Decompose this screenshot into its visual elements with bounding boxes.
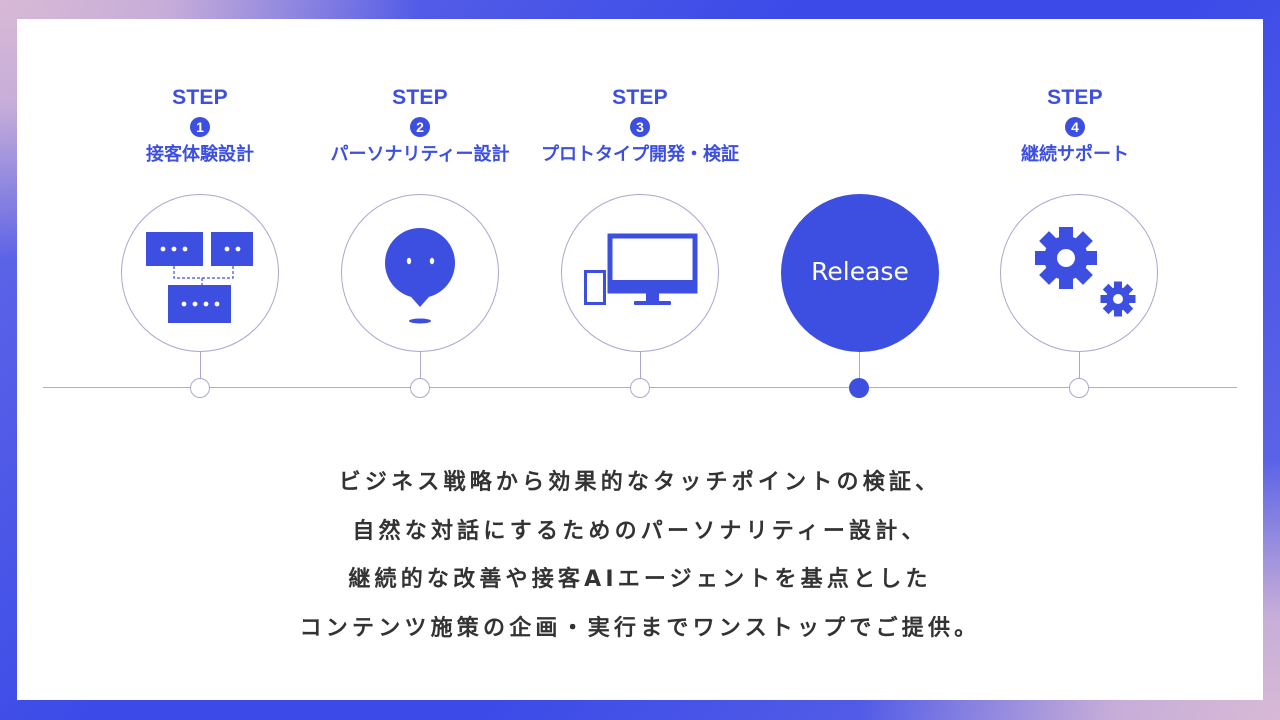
step-number-badge: 2 [410, 117, 430, 137]
chat-flow-icon [146, 232, 253, 323]
timeline-node-2 [410, 378, 430, 398]
step-4-circle [1000, 194, 1158, 352]
description-line: 継続的な改善や接客AIエージェントを基点とした [348, 567, 932, 592]
stem-4 [1079, 349, 1080, 379]
step-1-circle [121, 194, 279, 352]
step-4-header: STEP 4 継続サポート [955, 85, 1195, 167]
step-3-circle [561, 194, 719, 352]
description-line: コンテンツ施策の企画・実行までワンストップでご提供。 [299, 615, 981, 641]
step-label: STEP [392, 86, 448, 109]
release-circle: Release [781, 194, 939, 352]
step-2-header: STEP 2 パーソナリティー設計 [300, 85, 540, 167]
step-title: 接客体験設計 [146, 144, 254, 165]
step-number-badge: 3 [630, 117, 650, 137]
stem-3 [640, 349, 641, 379]
speech-bubble-face-icon [385, 228, 455, 324]
description-line: ビジネス戦略から効果的なタッチポイントの検証、 [338, 470, 942, 495]
stem-release [859, 349, 860, 379]
stem-2 [420, 349, 421, 379]
description-line: 自然な対話にするためのパーソナリティー設計、 [352, 518, 928, 544]
step-number-badge: 4 [1065, 117, 1085, 137]
step-title: パーソナリティー設計 [330, 144, 510, 165]
step-title: 継続サポート [1021, 144, 1129, 165]
devices-icon [584, 233, 698, 305]
slide-card: STEP 1 接客体験設計 STEP 2 パーソナリティー設計 STEP 3 プ… [17, 19, 1263, 700]
step-label: STEP [172, 86, 228, 109]
step-1-header: STEP 1 接客体験設計 [80, 85, 320, 167]
timeline-node-3 [630, 378, 650, 398]
release-label: Release [811, 257, 909, 286]
timeline-node-4 [1069, 378, 1089, 398]
step-3-header: STEP 3 プロトタイプ開発・検証 [520, 85, 760, 167]
gears-icon [1035, 227, 1136, 317]
step-label: STEP [612, 86, 668, 109]
timeline-node-1 [190, 378, 210, 398]
step-2-circle [341, 194, 499, 352]
step-label: STEP [1047, 86, 1103, 109]
stem-1 [200, 349, 201, 379]
service-description: ビジネス戦略から効果的なタッチポイントの検証、 自然な対話にするためのパーソナリ… [17, 459, 1263, 653]
step-number-badge: 1 [190, 117, 210, 137]
step-title: プロトタイプ開発・検証 [541, 144, 739, 165]
timeline-node-release [849, 378, 869, 398]
